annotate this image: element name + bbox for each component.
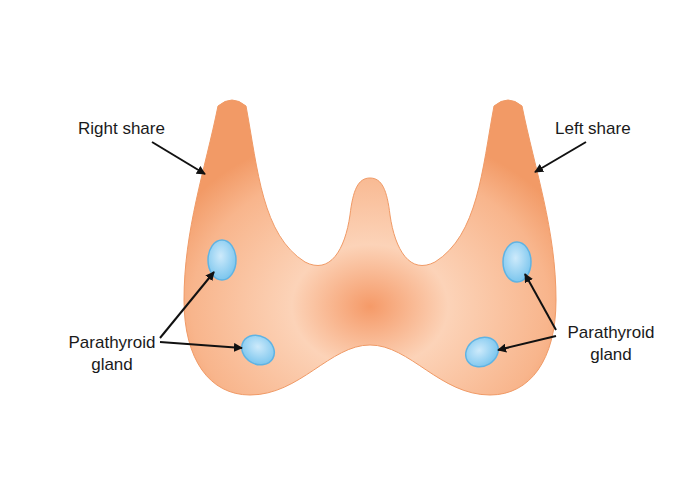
thyroid-gland xyxy=(184,100,556,395)
leader-arrow xyxy=(160,272,214,338)
leader-arrow xyxy=(160,342,242,348)
leader-arrow xyxy=(525,274,556,330)
part-label: Parathyroid gland xyxy=(553,322,669,366)
leader-arrow xyxy=(498,336,556,350)
parathyroid-gland xyxy=(236,329,279,370)
parathyroid-gland xyxy=(460,331,503,372)
leader-arrow xyxy=(535,142,586,172)
leader-arrow xyxy=(152,142,205,174)
part-label: Parathyroid gland xyxy=(54,332,170,376)
part-label: Right share xyxy=(78,118,208,140)
part-label: Left share xyxy=(555,118,685,140)
